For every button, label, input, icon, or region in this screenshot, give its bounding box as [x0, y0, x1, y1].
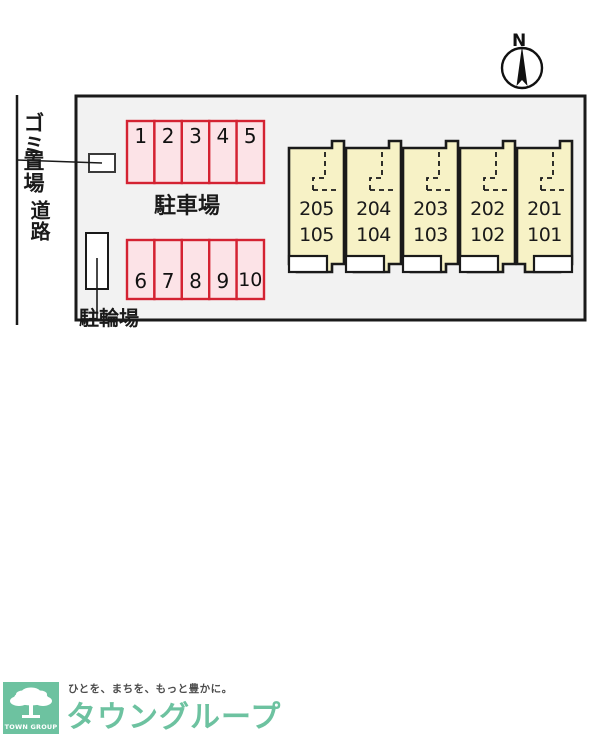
building-unit-205-105 — [287, 139, 346, 274]
compass-north-icon: N — [492, 28, 556, 92]
unit-label-202: 202 — [470, 198, 505, 220]
parking-stall-5: 5 — [243, 124, 257, 148]
parking-stall-7: 7 — [161, 269, 175, 293]
building-unit-202-102 — [458, 139, 517, 274]
parking-stall-4: 4 — [216, 124, 230, 148]
brand-wordmark-jp: タウングループ — [66, 700, 282, 735]
tree-logo-icon: TOWN GROUP — [3, 682, 59, 734]
site-plan-canvas: N ゴミ 置場 道路 駐車場 駐輪場 1 2 3 4 5 6 7 8 9 10 … — [0, 28, 600, 735]
unit-label-105: 105 — [299, 224, 334, 246]
parking-stall-3: 3 — [189, 124, 202, 148]
building-unit-204-104 — [344, 139, 403, 274]
unit-label-104: 104 — [356, 224, 391, 246]
unit-label-205: 205 — [299, 198, 334, 220]
parking-stall-2: 2 — [161, 124, 175, 148]
footer-branding: TOWN GROUP ひとを、まちを、もっと豊かに。 タウングループ — [0, 336, 600, 735]
unit-label-201: 201 — [527, 198, 562, 220]
trash-area-leader-line — [16, 159, 103, 164]
parking-lot-label: 駐車場 — [154, 194, 221, 219]
parking-stall-6: 6 — [134, 269, 148, 293]
bicycle-parking-label: 駐輪場 — [79, 306, 139, 330]
unit-label-203: 203 — [413, 198, 448, 220]
trash-area-label-line1: ゴミ — [21, 112, 45, 156]
trash-area-label-line2: 置場 — [21, 150, 45, 194]
building-unit-201-101 — [515, 139, 574, 274]
parking-stall-10: 10 — [238, 269, 263, 291]
unit-label-103: 103 — [413, 224, 448, 246]
parking-stall-9: 9 — [216, 269, 230, 293]
unit-label-102: 102 — [470, 224, 505, 246]
road-label: 道路 — [27, 200, 51, 242]
parking-row-top — [125, 119, 266, 185]
parking-stall-1: 1 — [134, 124, 148, 148]
site-plan-drawing — [15, 94, 587, 325]
unit-label-204: 204 — [356, 198, 391, 220]
compass-north-letter: N — [512, 31, 526, 51]
parking-row-bottom — [125, 238, 266, 301]
logo-wordmark-en: TOWN GROUP — [4, 723, 58, 731]
parking-stall-8: 8 — [189, 269, 202, 293]
unit-label-101: 101 — [527, 224, 562, 246]
building-unit-203-103 — [401, 139, 460, 274]
